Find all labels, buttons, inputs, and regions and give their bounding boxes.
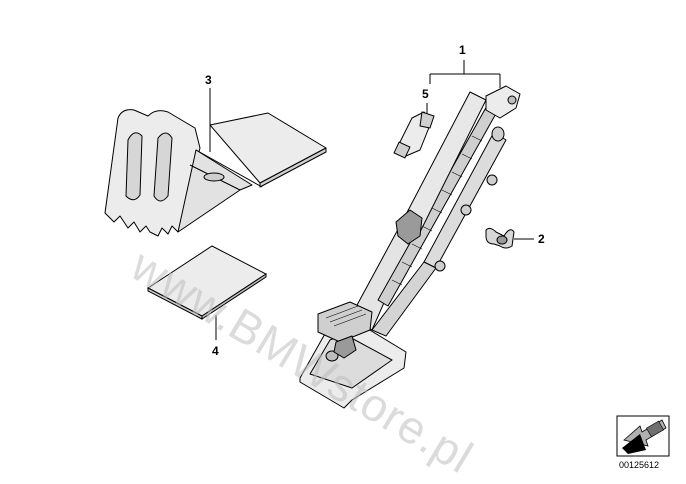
- callout-4: 4: [212, 344, 219, 358]
- wheel-chock-part: [104, 109, 327, 237]
- callout-3: 3: [205, 73, 212, 87]
- clip-part: [393, 111, 435, 159]
- instruction-card-part: [147, 245, 267, 320]
- callout-2: 2: [538, 232, 545, 246]
- document-number: 00125612: [619, 460, 660, 470]
- callout-1: 1: [459, 43, 466, 57]
- arrow-left-down-icon[interactable]: [616, 415, 670, 457]
- callout-5: 5: [422, 87, 429, 101]
- scissor-jack-part: [299, 85, 521, 409]
- leader-lines: [209, 60, 534, 340]
- wing-nut-part: [485, 227, 515, 249]
